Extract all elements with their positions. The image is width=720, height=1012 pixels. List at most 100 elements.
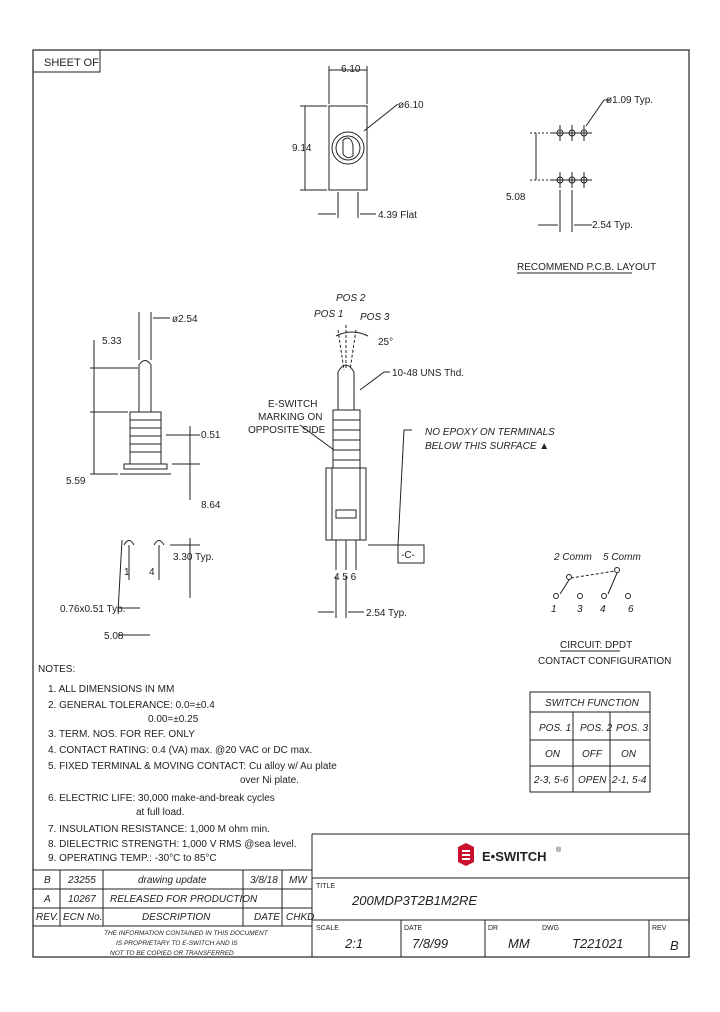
sf-r2-pos3: 2-1, 5-4 bbox=[611, 775, 647, 786]
rev-header-ecn: ECN No. bbox=[63, 912, 102, 923]
disclaimer-line3: NOT TO BE COPIED OR TRANSFERRED bbox=[110, 950, 234, 957]
logo-reg-mark: ® bbox=[556, 846, 562, 854]
front-datum: -C- bbox=[401, 550, 415, 561]
logo-text: E•SWITCH bbox=[482, 849, 547, 864]
top-width-dim: 6.10 bbox=[341, 64, 361, 75]
note-line: 9. OPERATING TEMP.: -30°C to 85°C bbox=[48, 853, 217, 864]
side-dia: ø2.54 bbox=[172, 314, 198, 325]
note-line: over Ni plate. bbox=[240, 775, 299, 786]
e-switch-logo: E•SWITCH ® bbox=[458, 843, 562, 866]
revision-block bbox=[33, 834, 313, 957]
front-thread: 10-48 UNS Thd. bbox=[392, 368, 464, 379]
rev-b-desc: drawing update bbox=[138, 875, 207, 886]
rev-header-rev: REV. bbox=[36, 912, 59, 923]
sheet-border bbox=[32, 49, 690, 958]
sf-r1-pos1: ON bbox=[545, 749, 561, 760]
circuit-comm5: 5 Comm bbox=[603, 552, 641, 563]
rev-b-ecn: 23255 bbox=[67, 875, 96, 886]
front-angle: 25° bbox=[378, 337, 393, 348]
top-view bbox=[300, 66, 399, 218]
rev-b-chkd: MW bbox=[289, 875, 308, 886]
side-d864: 8.64 bbox=[201, 500, 221, 511]
side-d051: 0.51 bbox=[201, 430, 221, 441]
title-block bbox=[312, 833, 689, 957]
side-pin1: 1 bbox=[124, 567, 130, 578]
switch-function-table bbox=[529, 691, 651, 793]
circuit-caption2: CONTACT CONFIGURATION bbox=[538, 656, 671, 667]
front-pos3: POS 3 bbox=[360, 312, 390, 323]
top-dia-dim: ø6.10 bbox=[398, 100, 424, 111]
disclaimer-line1: THE INFORMATION CONTAINED IN THIS DOCUME… bbox=[104, 930, 269, 937]
circuit-diagram bbox=[553, 567, 631, 599]
front-epoxy-line2: BELOW THIS SURFACE ▲ bbox=[425, 441, 549, 452]
pcb-layout bbox=[530, 99, 610, 232]
rev-value: B bbox=[670, 938, 679, 953]
sf-header-pos2: POS. 2 bbox=[580, 723, 613, 734]
note-line: at full load. bbox=[136, 807, 184, 818]
side-view bbox=[90, 312, 200, 636]
sf-r2-pos1: 2-3, 5-6 bbox=[533, 775, 569, 786]
circuit-t4: 4 bbox=[600, 604, 606, 615]
side-d533: 5.33 bbox=[102, 336, 122, 347]
side-pin4: 4 bbox=[149, 567, 155, 578]
sf-r1-pos2: OFF bbox=[582, 749, 603, 760]
sf-r1-pos3: ON bbox=[621, 749, 637, 760]
side-d330: 3.30 Typ. bbox=[173, 552, 214, 563]
part-title: 200MDP3T2B1M2RE bbox=[351, 893, 477, 908]
note-line: 0.00=±0.25 bbox=[148, 714, 199, 725]
date-label: DATE bbox=[404, 925, 422, 932]
pcb-row-spacing: 5.08 bbox=[506, 192, 526, 203]
front-marking-line2: MARKING ON bbox=[258, 412, 322, 423]
note-line: 6. ELECTRIC LIFE: 30,000 make-and-break … bbox=[48, 793, 275, 804]
scale-value: 2:1 bbox=[344, 936, 363, 951]
front-marking-line3: OPPOSITE SIDE bbox=[248, 425, 326, 436]
front-pos1: POS 1 bbox=[314, 309, 343, 320]
side-d508: 5.08 bbox=[104, 631, 124, 642]
note-line: 7. INSULATION RESISTANCE: 1,000 M ohm mi… bbox=[48, 824, 270, 835]
note-line: 5. FIXED TERMINAL & MOVING CONTACT: Cu a… bbox=[48, 761, 337, 772]
circuit-caption1: CIRCUIT: DPDT bbox=[560, 640, 632, 651]
note-line: 2. GENERAL TOLERANCE: 0.0=±0.4 bbox=[48, 700, 215, 711]
rev-label: REV bbox=[652, 925, 667, 932]
sf-header-pos1: POS. 1 bbox=[539, 723, 571, 734]
dwg-label: DWG bbox=[542, 925, 559, 932]
sf-r2-pos2: OPEN bbox=[578, 775, 607, 786]
notes: NOTES: 1. ALL DIMENSIONS IN MM 2. GENERA… bbox=[38, 664, 337, 864]
rev-header-desc: DESCRIPTION bbox=[142, 912, 211, 923]
circuit-t1: 1 bbox=[551, 604, 557, 615]
dr-value: MM bbox=[508, 936, 530, 951]
side-pin-size: 0.76x0.51 Typ. bbox=[60, 604, 125, 615]
date-value: 7/8/99 bbox=[412, 936, 448, 951]
front-marking-line1: E-SWITCH bbox=[268, 399, 317, 410]
rev-header-date: DATE bbox=[254, 912, 280, 923]
switch-function-title: SWITCH FUNCTION bbox=[545, 698, 640, 709]
disclaimer-line2: IS PROPRIETARY TO E-SWITCH AND IS bbox=[116, 940, 238, 947]
rev-b-letter: B bbox=[44, 875, 51, 886]
pcb-caption: RECOMMEND P.C.B. LAYOUT bbox=[517, 262, 656, 273]
rev-b-date: 3/8/18 bbox=[250, 875, 278, 886]
rev-a-desc: RELEASED FOR PRODUCTION bbox=[110, 894, 258, 905]
note-line: 1. ALL DIMENSIONS IN MM bbox=[48, 684, 174, 695]
pcb-pitch: 2.54 Typ. bbox=[592, 220, 633, 231]
dr-label: DR bbox=[488, 925, 498, 932]
scale-label: SCALE bbox=[316, 925, 339, 932]
top-height-dim: 9.14 bbox=[292, 143, 312, 154]
front-pos2: POS 2 bbox=[336, 293, 366, 304]
front-view bbox=[299, 325, 425, 618]
rev-a-letter: A bbox=[43, 894, 51, 905]
note-line: 4. CONTACT RATING: 0.4 (VA) max. @20 VAC… bbox=[48, 745, 312, 756]
rev-a-ecn: 10267 bbox=[68, 894, 96, 905]
title-label: TITLE bbox=[316, 883, 335, 890]
pcb-hole-dia: ø1.09 Typ. bbox=[606, 95, 653, 106]
front-pitch: 2.54 Typ. bbox=[366, 608, 407, 619]
sf-header-pos3: POS. 3 bbox=[616, 723, 649, 734]
sheet-tab-label: SHEET OF bbox=[44, 57, 99, 69]
circuit-t6: 6 bbox=[628, 604, 634, 615]
dwg-value: T221021 bbox=[572, 936, 623, 951]
note-line: 3. TERM. NOS. FOR REF. ONLY bbox=[48, 729, 195, 740]
circuit-comm2: 2 Comm bbox=[553, 552, 592, 563]
sheet-tab: SHEET OF bbox=[32, 49, 101, 73]
rev-header-chkd: CHKD bbox=[286, 912, 314, 923]
side-d559: 5.59 bbox=[66, 476, 86, 487]
